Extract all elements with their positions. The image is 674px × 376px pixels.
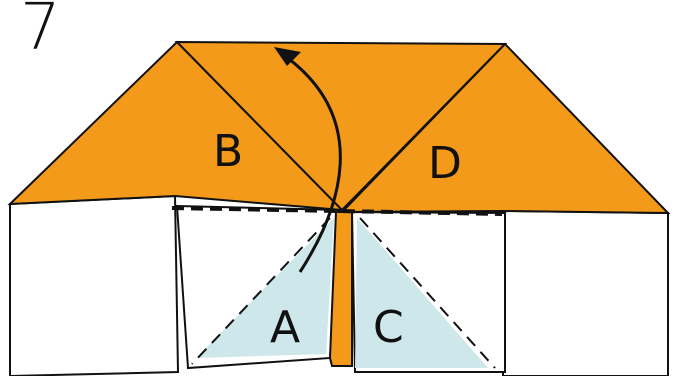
- label-c: C: [373, 302, 404, 353]
- horizontal-fold-line: [171, 206, 503, 216]
- label-d: D: [428, 138, 462, 189]
- fold-line-a: [191, 217, 331, 365]
- flap-c-triangle: [355, 218, 488, 368]
- label-b: B: [213, 126, 243, 177]
- right-outer-panel: [502, 209, 669, 376]
- fold-arrow: [284, 54, 342, 273]
- label-a: A: [270, 302, 300, 353]
- roof-right-flap-d: [339, 42, 671, 215]
- fold-line-c: [359, 217, 496, 369]
- left-outer-panel: [9, 194, 180, 376]
- step-number: 7: [20, 0, 61, 65]
- fold-arrow-head: [274, 47, 301, 66]
